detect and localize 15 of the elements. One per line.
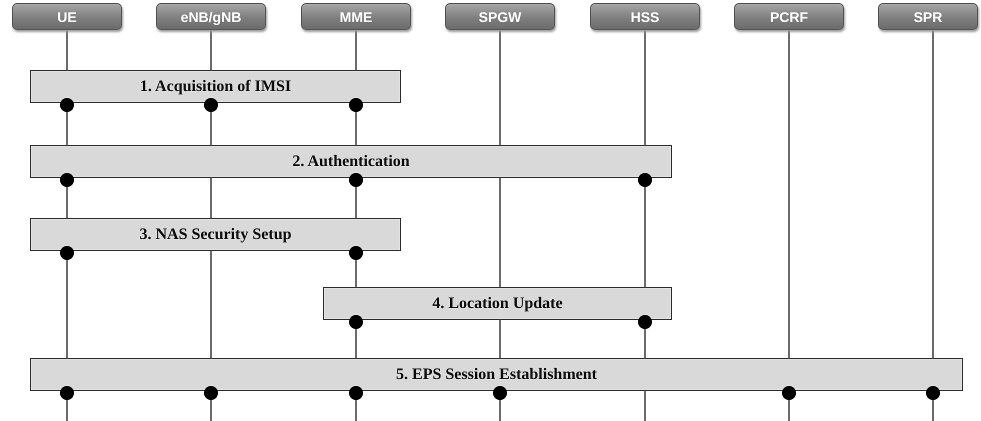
step-label: 3. NAS Security Setup: [139, 226, 292, 244]
participant-header: UE: [12, 3, 122, 30]
step-bar: [30, 358, 963, 391]
participant-header: SPGW: [445, 3, 555, 30]
step-bar: [30, 218, 401, 251]
step-bar: [30, 145, 672, 178]
step-bar: [30, 70, 401, 103]
participant-header: SPR: [878, 3, 978, 30]
participant-header: PCRF: [734, 3, 844, 30]
participant-header: HSS: [590, 3, 700, 30]
step-bar: [323, 287, 672, 320]
participant-header: MME: [301, 3, 411, 30]
step-label: 1. Acquisition of IMSI: [140, 78, 292, 96]
step-label: 4. Location Update: [432, 294, 563, 312]
participant-header: eNB/gNB: [156, 3, 266, 30]
